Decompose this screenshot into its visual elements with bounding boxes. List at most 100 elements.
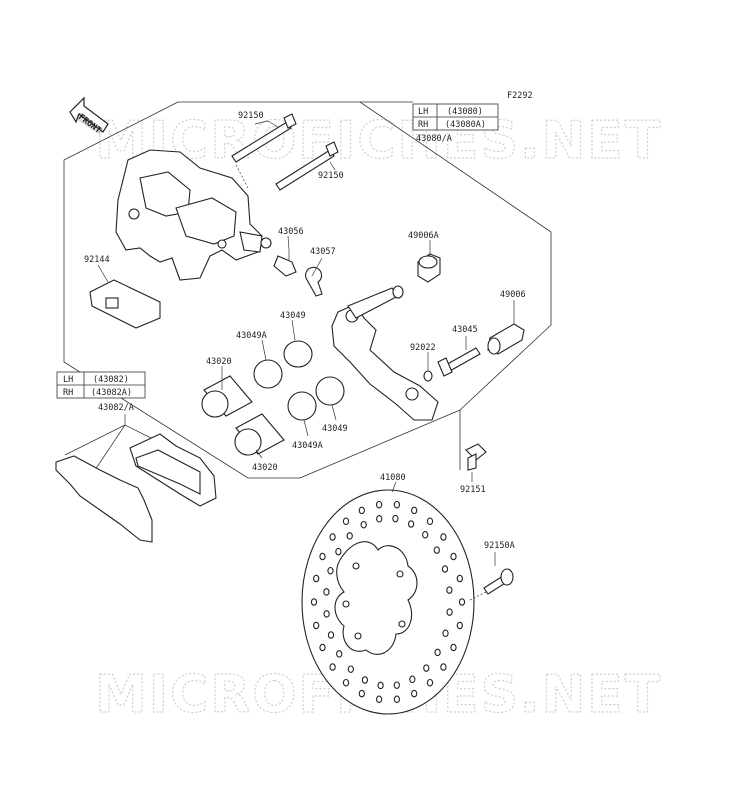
- disc-hole: [323, 588, 330, 596]
- pad-side-table: LH (43082) RH (43082A) 43082/A: [56, 371, 156, 471]
- disc-hole: [392, 514, 399, 523]
- disc-hole: [426, 517, 434, 526]
- disc-hole: [409, 675, 416, 684]
- piston-43020-upper: [201, 375, 253, 418]
- label-92144: 92144: [84, 255, 110, 265]
- disc-hole: [329, 663, 336, 671]
- disc-hole: [442, 629, 449, 638]
- disc-hole: [434, 648, 441, 657]
- disc-hole: [358, 506, 365, 515]
- brake-pad-front: [129, 433, 217, 507]
- label-43020-lower: 43020: [252, 463, 278, 473]
- disc-hole: [347, 665, 354, 673]
- label-43049a-upper: 43049A: [236, 331, 267, 341]
- disc-hole: [342, 517, 350, 526]
- disc-hole: [360, 520, 367, 529]
- label-92151: 92151: [460, 485, 486, 495]
- disc-hole: [456, 574, 463, 583]
- pad-table-part-rh: (43082A): [91, 388, 132, 398]
- disc-hole: [423, 664, 430, 672]
- disc-hole: [358, 689, 365, 698]
- disc-hole: [441, 565, 449, 573]
- disc-hole: [407, 520, 415, 528]
- disc-hole: [336, 650, 343, 658]
- disc-hole: [440, 533, 447, 541]
- caliper-body: [115, 149, 272, 281]
- disc-hole: [346, 532, 353, 540]
- figure-code: F2292: [507, 91, 533, 101]
- label-43049a-lower: 43049A: [292, 441, 323, 451]
- seal-43049-lower: [315, 376, 345, 406]
- disc-hole: [329, 533, 336, 541]
- disc-hole: [393, 695, 401, 704]
- disc-hole: [426, 678, 434, 687]
- disc-hole: [450, 552, 457, 561]
- disc-hole: [446, 608, 453, 616]
- disc-hole: [377, 681, 384, 690]
- caliper-side-table: LH (43080) RH (43080A) 43080/A: [412, 103, 499, 144]
- washer-92022: [423, 370, 433, 382]
- bolt-43045: [437, 347, 481, 377]
- disc-hole: [393, 500, 401, 509]
- disc-hole: [375, 500, 383, 509]
- disc-hole: [323, 610, 330, 618]
- disc-hole: [313, 621, 320, 630]
- label-49006a: 49006A: [408, 231, 439, 241]
- pin-92150-upper: [231, 113, 297, 163]
- seal-43049-upper: [283, 340, 313, 368]
- disc-hole: [411, 506, 418, 515]
- caliper-bracket: [331, 285, 439, 421]
- disc-hole: [313, 574, 320, 583]
- disc-hole: [375, 695, 383, 704]
- pad-table-caption: 43082/A: [98, 403, 134, 413]
- disc-hole: [456, 621, 463, 630]
- disc-hole: [450, 643, 457, 652]
- pad-table-side-rh: RH: [63, 388, 73, 398]
- bleed-screw-43056: [273, 250, 297, 277]
- caliper-table-part-rh: (43080A): [445, 120, 486, 130]
- seal-43049a-upper: [253, 359, 283, 389]
- label-43049-upper: 43049: [280, 311, 306, 321]
- caliper-table-part-lh: (43080): [447, 107, 483, 117]
- disc-hole: [458, 598, 466, 606]
- pad-leader: [64, 414, 156, 471]
- label-92150a: 92150A: [484, 541, 515, 551]
- disc-hole: [335, 547, 342, 556]
- boot-49006: [487, 323, 525, 355]
- disc-hole: [446, 586, 453, 594]
- disc-hole: [361, 676, 369, 684]
- pad-spring-92144: [89, 264, 161, 329]
- brake-disc-41080: [301, 489, 475, 715]
- disc-bolt-92150a: [469, 552, 514, 601]
- label-43020-upper: 43020: [206, 357, 232, 367]
- pin-92150-lower: [275, 141, 339, 191]
- caliper-table-side-lh: LH: [418, 107, 428, 117]
- label-92022: 92022: [410, 343, 436, 353]
- label-92150-upper: 92150: [238, 111, 264, 121]
- label-92150-lower: 92150: [318, 171, 344, 181]
- disc-hole: [376, 515, 383, 523]
- caliper-assembly-boundary: [63, 101, 552, 479]
- caliper-table-caption: 43080/A: [416, 134, 452, 144]
- disc-hole: [411, 689, 418, 698]
- label-43056: 43056: [278, 227, 304, 237]
- disc-hole: [327, 631, 335, 639]
- disc-holes: [310, 500, 466, 704]
- disc-hole: [319, 643, 326, 652]
- disc-hole: [310, 598, 318, 606]
- disc-hole: [440, 663, 447, 671]
- cap-43057: [305, 266, 323, 297]
- disc-hole: [319, 552, 326, 561]
- label-49006: 49006: [500, 290, 526, 300]
- disc-hole: [433, 546, 440, 554]
- pad-table-part-lh: (43082): [93, 375, 129, 385]
- label-41080: 41080: [380, 473, 406, 483]
- pad-table-side-lh: LH: [63, 375, 73, 385]
- bolt-92151: [465, 443, 487, 482]
- label-43057: 43057: [310, 247, 336, 257]
- brake-pad-rear: [55, 455, 153, 543]
- disc-hole: [422, 531, 429, 539]
- disc-hole: [342, 678, 350, 687]
